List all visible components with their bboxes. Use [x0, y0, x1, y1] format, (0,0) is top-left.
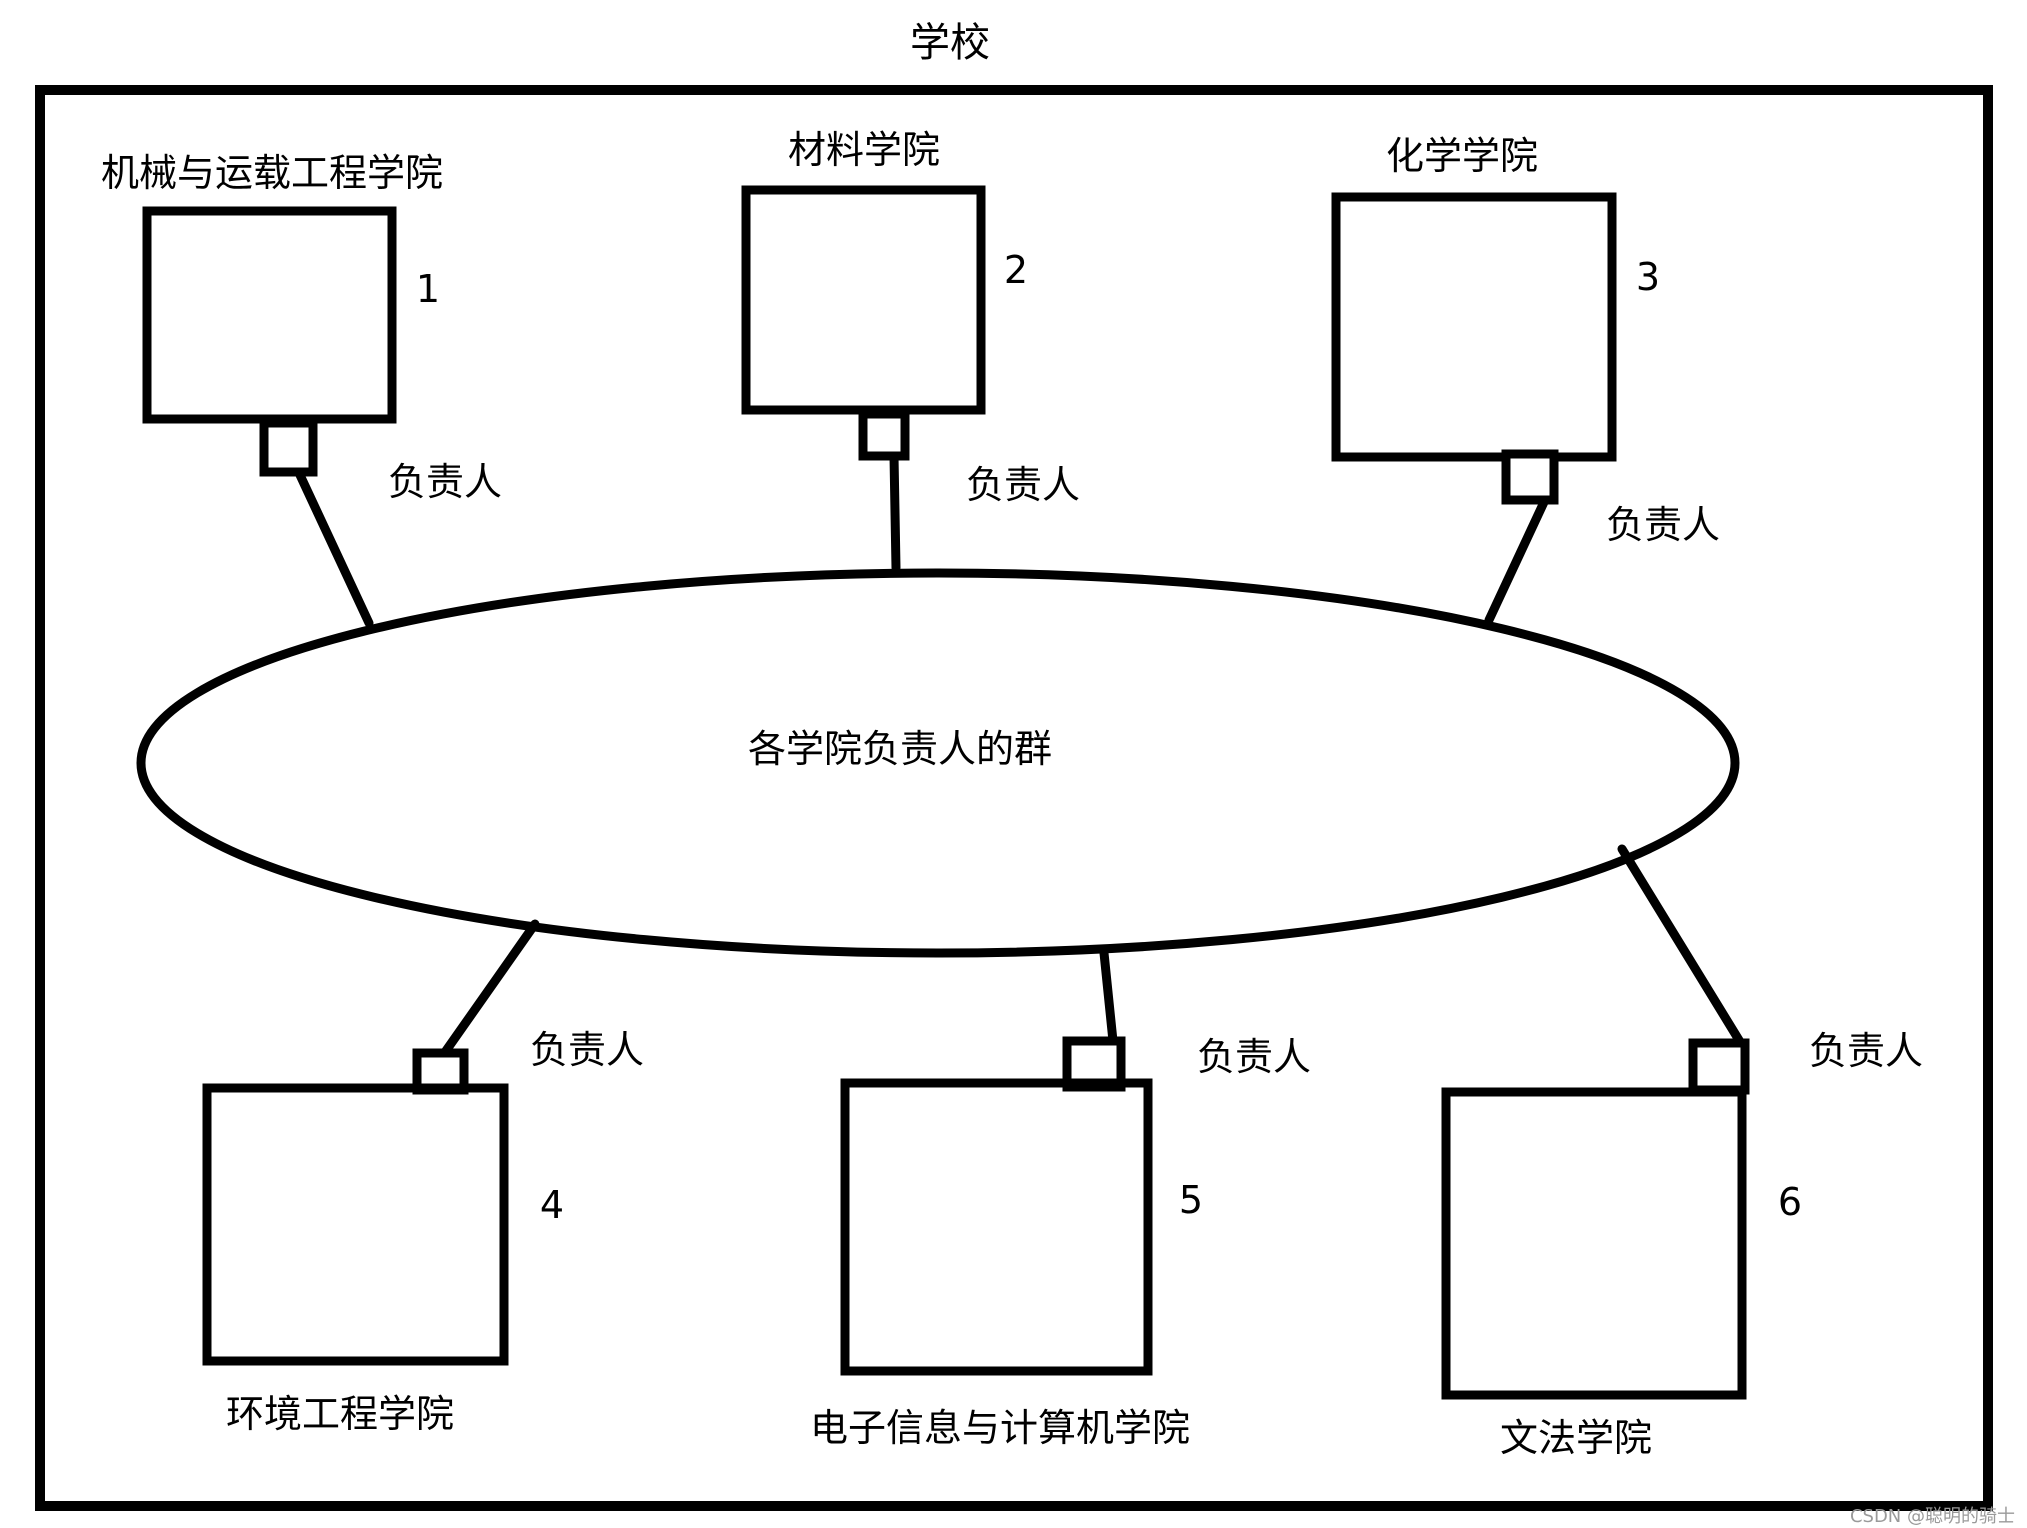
college-box — [202, 1083, 509, 1366]
college-name: 材料学院 — [788, 128, 940, 172]
college-number: 6 — [1778, 1180, 1802, 1224]
college-name: 环境工程学院 — [226, 1392, 454, 1436]
connector-line — [295, 470, 374, 628]
college-box — [1441, 1087, 1747, 1400]
representative-port — [858, 409, 910, 461]
representative-label: 负责人 — [1197, 1035, 1311, 1079]
representative-label: 负责人 — [966, 463, 1080, 507]
college-4: 负责人 4 环境工程学院 — [202, 919, 644, 1436]
connector-line — [1099, 948, 1118, 1046]
representative-label: 负责人 — [388, 460, 502, 504]
representative-label: 负责人 — [530, 1028, 644, 1072]
representative-port — [1501, 449, 1559, 505]
college-number: 5 — [1179, 1178, 1203, 1222]
college-6: 负责人 6 文法学院 — [1441, 844, 1923, 1460]
connector-line — [1617, 844, 1747, 1050]
school-frame — [35, 85, 1993, 1511]
college-5: 负责人 5 电子信息与计算机学院 — [810, 948, 1311, 1450]
college-name: 化学学院 — [1386, 134, 1538, 178]
college-box — [840, 1078, 1153, 1376]
college-1: 机械与运载工程学院 1 负责人 — [101, 151, 502, 628]
college-name: 电子信息与计算机学院 — [810, 1406, 1190, 1450]
representative-label: 负责人 — [1809, 1029, 1923, 1073]
college-name: 机械与运载工程学院 — [101, 151, 443, 195]
watermark: CSDN @聪明的骑士 — [1850, 1506, 2015, 1527]
college-2: 材料学院 2 负责人 — [741, 128, 1080, 573]
college-3: 化学学院 3 负责人 — [1331, 134, 1720, 625]
connector-line — [438, 919, 540, 1060]
connector-line — [1484, 495, 1550, 625]
college-number: 2 — [1004, 248, 1028, 292]
college-box — [741, 185, 986, 415]
group-ellipse — [136, 568, 1740, 958]
college-number: 1 — [416, 267, 440, 311]
college-name: 文法学院 — [1500, 1416, 1652, 1460]
college-number: 4 — [540, 1183, 564, 1227]
college-box — [1331, 192, 1617, 462]
representative-port — [1688, 1038, 1750, 1095]
representative-label: 负责人 — [1606, 503, 1720, 547]
connector-line — [889, 451, 901, 573]
college-box — [142, 206, 397, 424]
representative-port — [259, 418, 318, 477]
school-title: 学校 — [910, 20, 990, 66]
college-number: 3 — [1636, 255, 1660, 299]
group-label: 各学院负责人的群 — [748, 727, 1052, 771]
